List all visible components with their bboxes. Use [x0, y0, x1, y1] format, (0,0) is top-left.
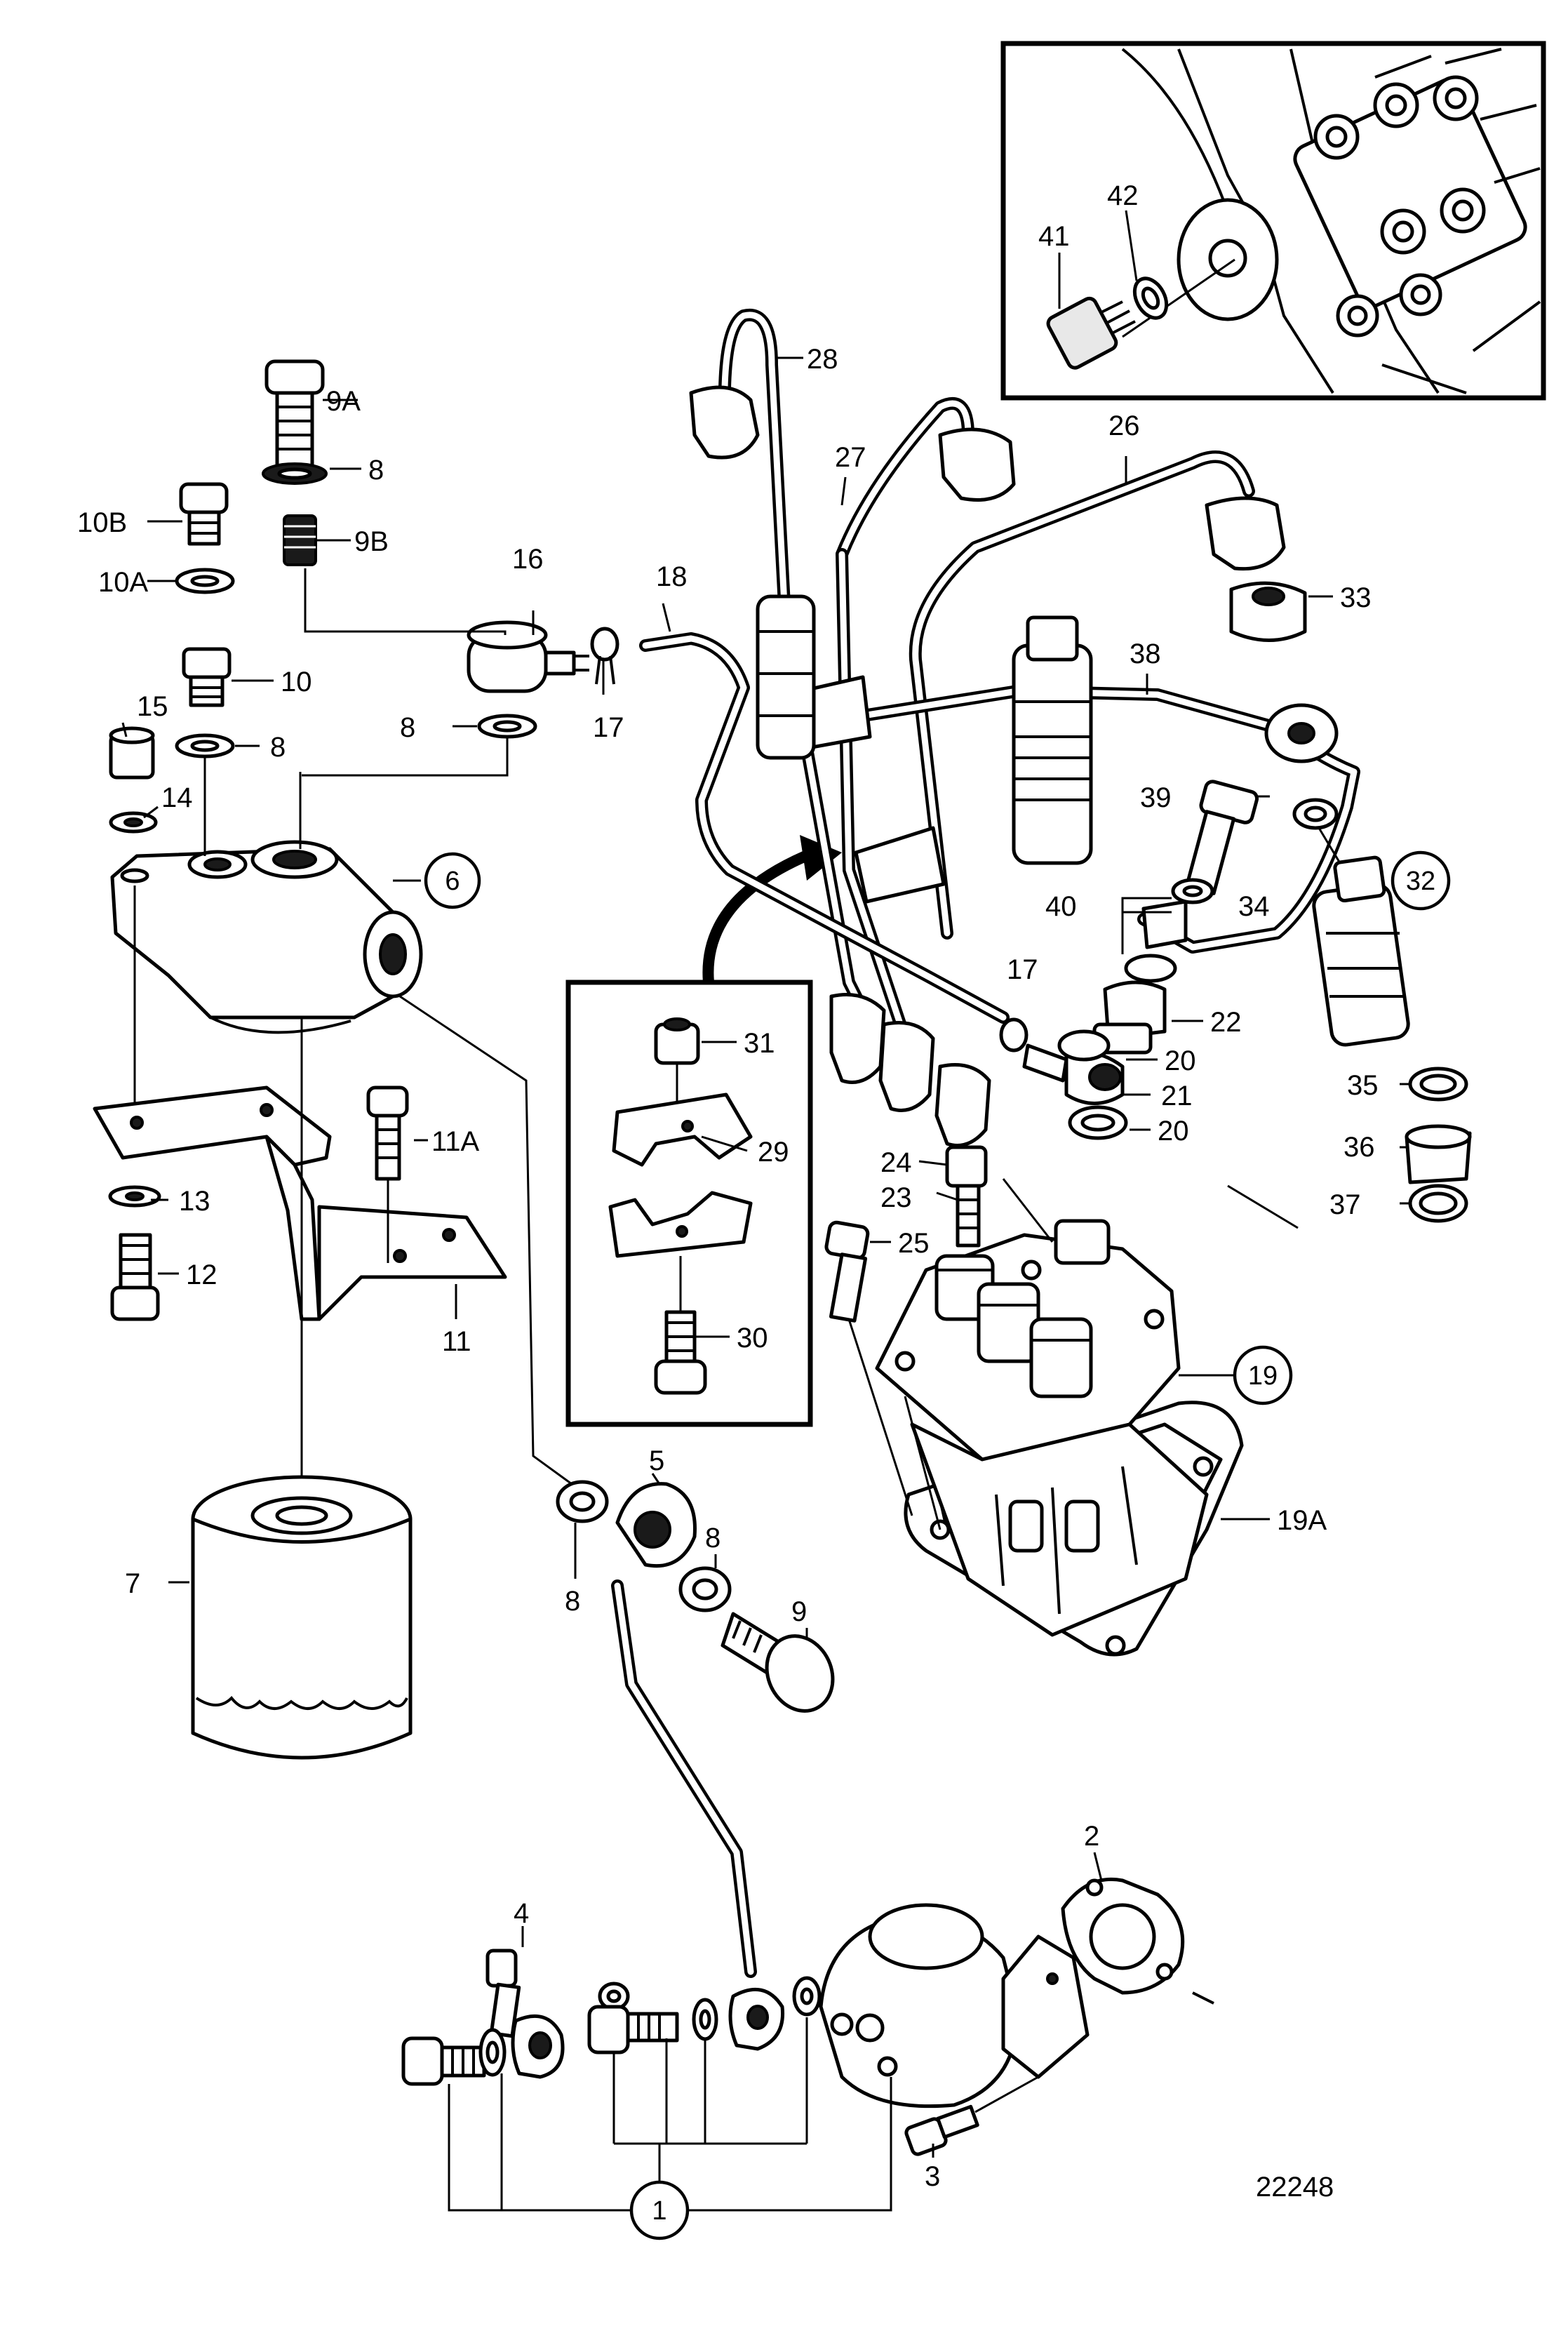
part-label-13: 13	[179, 1186, 210, 1217]
part-label-1: 1	[652, 2196, 666, 2226]
part-label-33: 33	[1340, 582, 1372, 613]
part-label-19: 19	[1248, 1361, 1278, 1391]
part-label-41: 41	[1038, 221, 1070, 252]
ref-circle-1	[629, 2180, 690, 2240]
part-label-2: 2	[1084, 1821, 1099, 1852]
part-label-18: 18	[656, 561, 688, 592]
injection-pipes	[639, 308, 1360, 1147]
part-label-28: 28	[807, 344, 838, 375]
part-label-20: 20	[1158, 1116, 1189, 1147]
part-label-7: 7	[125, 1568, 140, 1599]
ref-circle-6	[424, 852, 481, 909]
part-label-36: 36	[1343, 1132, 1375, 1163]
part-label-12: 12	[186, 1259, 217, 1290]
part-label-24: 24	[880, 1147, 912, 1178]
part-label-8: 8	[270, 732, 286, 763]
part-label-8: 8	[400, 712, 415, 743]
part-label-42: 42	[1107, 180, 1139, 211]
part-label-17: 17	[593, 712, 624, 743]
part-label-9B: 9B	[354, 526, 389, 557]
part-label-39: 39	[1140, 782, 1172, 813]
part-label-27: 27	[835, 442, 866, 473]
part-label-10: 10	[281, 667, 312, 697]
part-label-6: 6	[445, 867, 460, 896]
part-label-21: 21	[1161, 1081, 1193, 1111]
part-label-35: 35	[1347, 1070, 1379, 1101]
ref-circle-19	[1233, 1345, 1293, 1405]
part-label-40: 40	[1045, 891, 1077, 922]
part-label-37: 37	[1329, 1189, 1361, 1220]
drawing-number: 22248	[1256, 2172, 1334, 2203]
part-label-31: 31	[744, 1028, 775, 1059]
part-label-4: 4	[514, 1898, 529, 1929]
part-label-10B: 10B	[77, 507, 127, 538]
part-label-9: 9	[791, 1596, 807, 1627]
injectors	[756, 581, 1472, 1223]
part-label-15: 15	[137, 691, 168, 722]
part-label-22: 22	[1210, 1007, 1242, 1038]
part-label-23: 23	[880, 1182, 912, 1213]
part-label-19A: 19A	[1277, 1505, 1327, 1536]
ref-circle-32	[1391, 850, 1451, 911]
label-leaders	[121, 356, 1410, 2158]
part-label-3: 3	[925, 2161, 940, 2192]
part-label-11: 11	[442, 1326, 471, 1357]
part-label-8: 8	[705, 1523, 721, 1553]
part-label-20: 20	[1165, 1045, 1196, 1076]
part-label-26: 26	[1108, 410, 1140, 441]
part-label-32: 32	[1406, 867, 1435, 896]
injection-pump	[824, 980, 1244, 1657]
part-labels: 9A 8 9B 10B 10A 10 8 15 14 6 16 17 8 18 …	[77, 344, 1451, 2240]
part-label-5: 5	[649, 1445, 664, 1476]
inset-detail-plug: 41 42	[1000, 41, 1546, 401]
part-label-8: 8	[565, 1586, 580, 1617]
part-label-16: 16	[512, 544, 544, 575]
part-label-9A: 9A	[326, 386, 361, 417]
part-label-10A: 10A	[98, 567, 148, 598]
part-label-30: 30	[737, 1323, 768, 1354]
fuel-filter-assembly	[93, 359, 619, 1760]
part-label-38: 38	[1130, 639, 1161, 669]
part-label-11A: 11A	[431, 1126, 480, 1157]
part-label-25: 25	[898, 1228, 930, 1259]
part-label-17: 17	[1007, 954, 1038, 985]
part-label-14: 14	[161, 782, 193, 813]
part-label-34: 34	[1238, 891, 1270, 922]
part-label-8: 8	[368, 455, 384, 486]
part-label-29: 29	[758, 1137, 789, 1168]
